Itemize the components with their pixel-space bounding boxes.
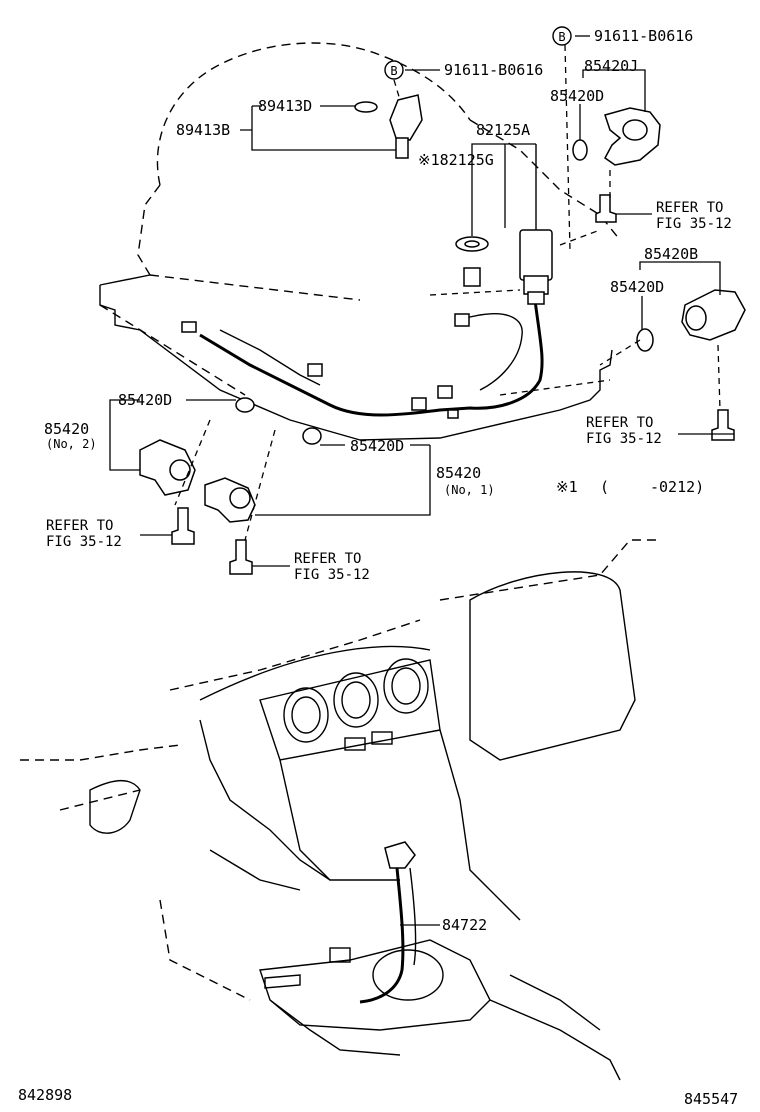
label-82125A: 82125A [476,121,530,139]
leader-lines [109,35,734,926]
label-91611-upper: 91611-B0616 [444,61,543,79]
refer-label-4b: FIG 35-12 [294,567,370,583]
label-85420B: 85420B [644,245,698,263]
note-paren: ( [600,478,609,496]
diagram-code-left: 842898 [18,1086,72,1104]
refer-label-4a: REFER TO [294,551,361,567]
label-85420-no2: 85420 [44,420,89,438]
wire-harness [181,267,544,419]
note-range: -0212) [650,478,704,496]
label-84722: 84722 [442,916,487,934]
label-85420D-a: 85420D [550,87,604,105]
refer-label-2b: FIG 35-12 [586,431,662,447]
label-85420-no1: 85420 [436,464,481,482]
bolts [171,194,735,575]
transmission-housing [99,42,621,441]
connector-dashes [174,44,721,541]
svg-text:B: B [558,30,565,44]
sensor-89413B [354,94,423,159]
label-85420D-c: 85420D [118,391,172,409]
label-85420-no1-sub: (No, 1) [444,483,495,497]
circle-b-icon: B [384,60,404,80]
shift-harness-84722 [359,841,444,1004]
switch-85420-no2 [139,397,255,496]
label-85420D-d: 85420D [350,437,404,455]
diagram-code-right: 845547 [684,1090,738,1108]
label-82125G: ※182125G [418,151,494,169]
switch-85420B [636,289,746,352]
label-89413D: 89413D [258,97,312,115]
label-89413B: 89413B [176,121,230,139]
label-85420-no2-sub: (No, 2) [46,437,97,451]
switch-85420J [572,107,661,166]
refer-label-1b: FIG 35-12 [656,216,732,232]
refer-label-3b: FIG 35-12 [46,534,122,550]
refer-label-2a: REFER TO [586,415,653,431]
refer-label-1a: REFER TO [656,200,723,216]
switch-85420-no1 [204,427,322,523]
label-85420J: 85420J [584,57,638,75]
circle-b-icon: B [552,26,572,46]
label-91611-top: 91611-B0616 [594,27,693,45]
part-labels: 91611-B0616 91611-B0616 89413D 89413B 82… [18,27,738,1108]
speed-sensor-82125A [455,144,553,305]
dashboard-console [20,539,660,1081]
svg-text:B: B [390,64,397,78]
note-mark: ※1 [556,478,578,496]
refer-label-3a: REFER TO [46,518,113,534]
label-85420D-b: 85420D [610,278,664,296]
